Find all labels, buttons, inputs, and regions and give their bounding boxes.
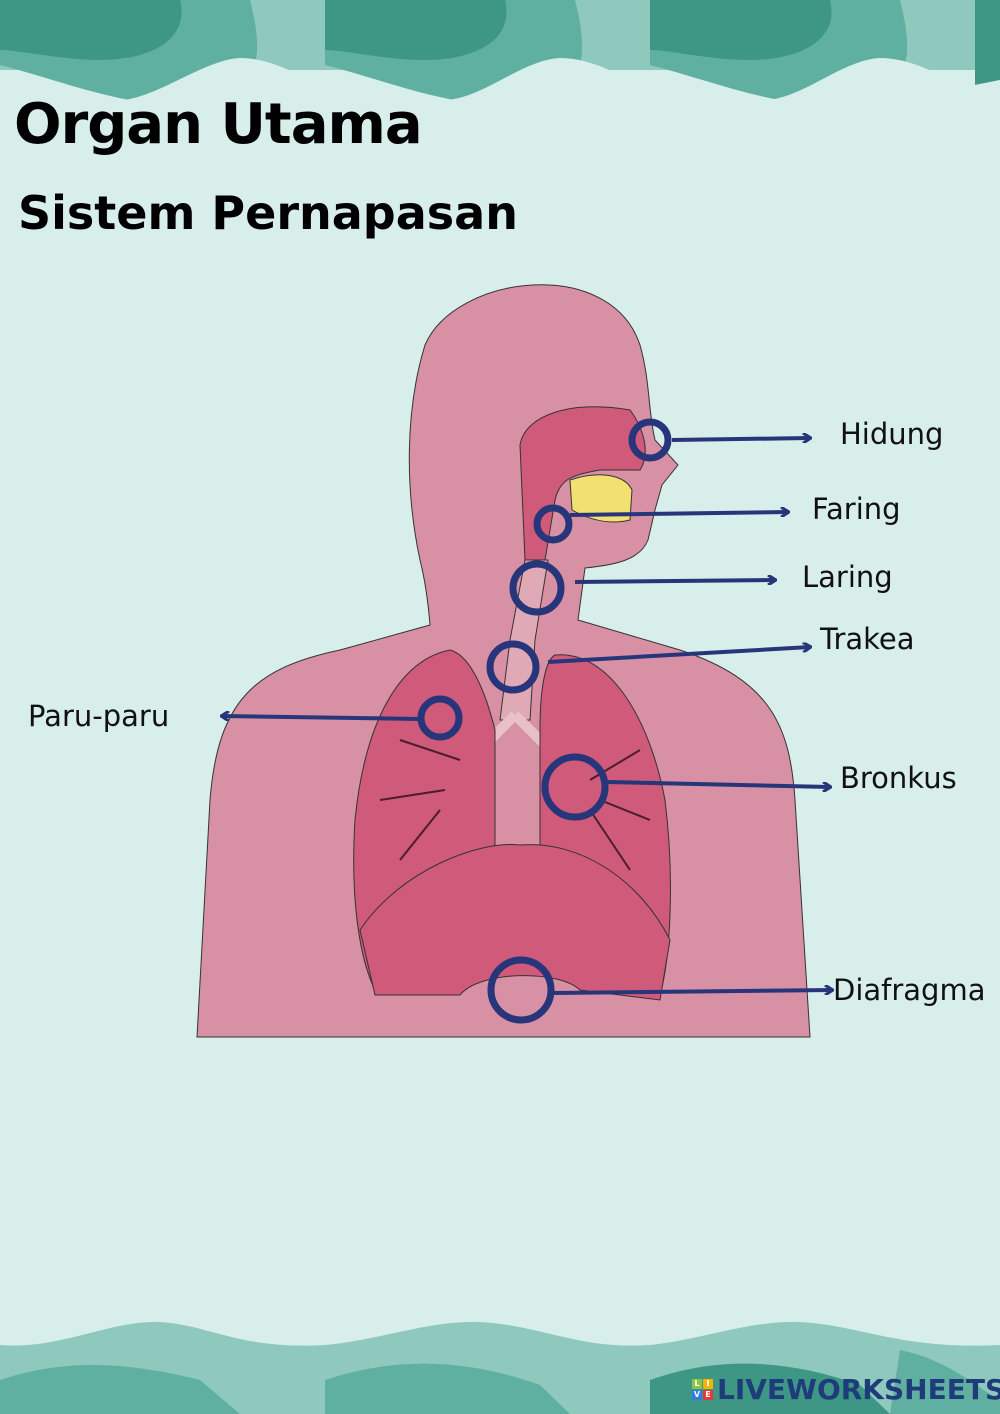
badge-letter: V (692, 1390, 702, 1400)
arrow-paru-paru (222, 716, 421, 719)
label-hidung: Hidung (840, 417, 944, 451)
trachea (499, 559, 549, 721)
arrow-trakea (547, 647, 810, 664)
marker-paru-paru (417, 695, 463, 741)
marker-laring (509, 560, 565, 616)
liveworksheets-logo: L I V E LIVEWORKSHEETS (692, 1373, 1000, 1406)
marker-trakea (486, 640, 540, 694)
label-bronkus: Bronkus (840, 761, 957, 795)
logo-text: LIVEWORKSHEETS (717, 1373, 1000, 1406)
marker-bronkus (541, 753, 609, 821)
bottom-wave-decoration (0, 1321, 1000, 1414)
badge-letter: E (703, 1390, 713, 1400)
logo-badge-icon: L I V E (692, 1379, 713, 1400)
badge-letter: L (692, 1379, 702, 1389)
arrow-laring (574, 580, 775, 582)
arrow-faring (569, 512, 788, 515)
nasal-cavity (519, 406, 646, 561)
diaphragm-organ (359, 843, 671, 1001)
label-laring: Laring (802, 560, 893, 594)
title-line-1: Organ Utama (14, 92, 423, 157)
label-paru-paru: Paru-paru (28, 699, 170, 733)
arrow-hidung (671, 438, 810, 440)
label-faring: Faring (812, 492, 901, 526)
marker-diafragma (487, 956, 555, 1024)
arrow-bronkus (606, 780, 830, 787)
top-wave-decoration (0, 0, 1000, 120)
label-diafragma: Diafragma (833, 973, 986, 1007)
bronchial-tree (379, 739, 651, 871)
marker-faring (533, 504, 573, 544)
arrow-diafragma (552, 990, 832, 993)
label-trakea: Trakea (820, 622, 915, 656)
badge-letter: I (703, 1379, 713, 1389)
marker-hidung (628, 418, 672, 462)
title-line-2: Sistem Pernapasan (18, 186, 518, 240)
